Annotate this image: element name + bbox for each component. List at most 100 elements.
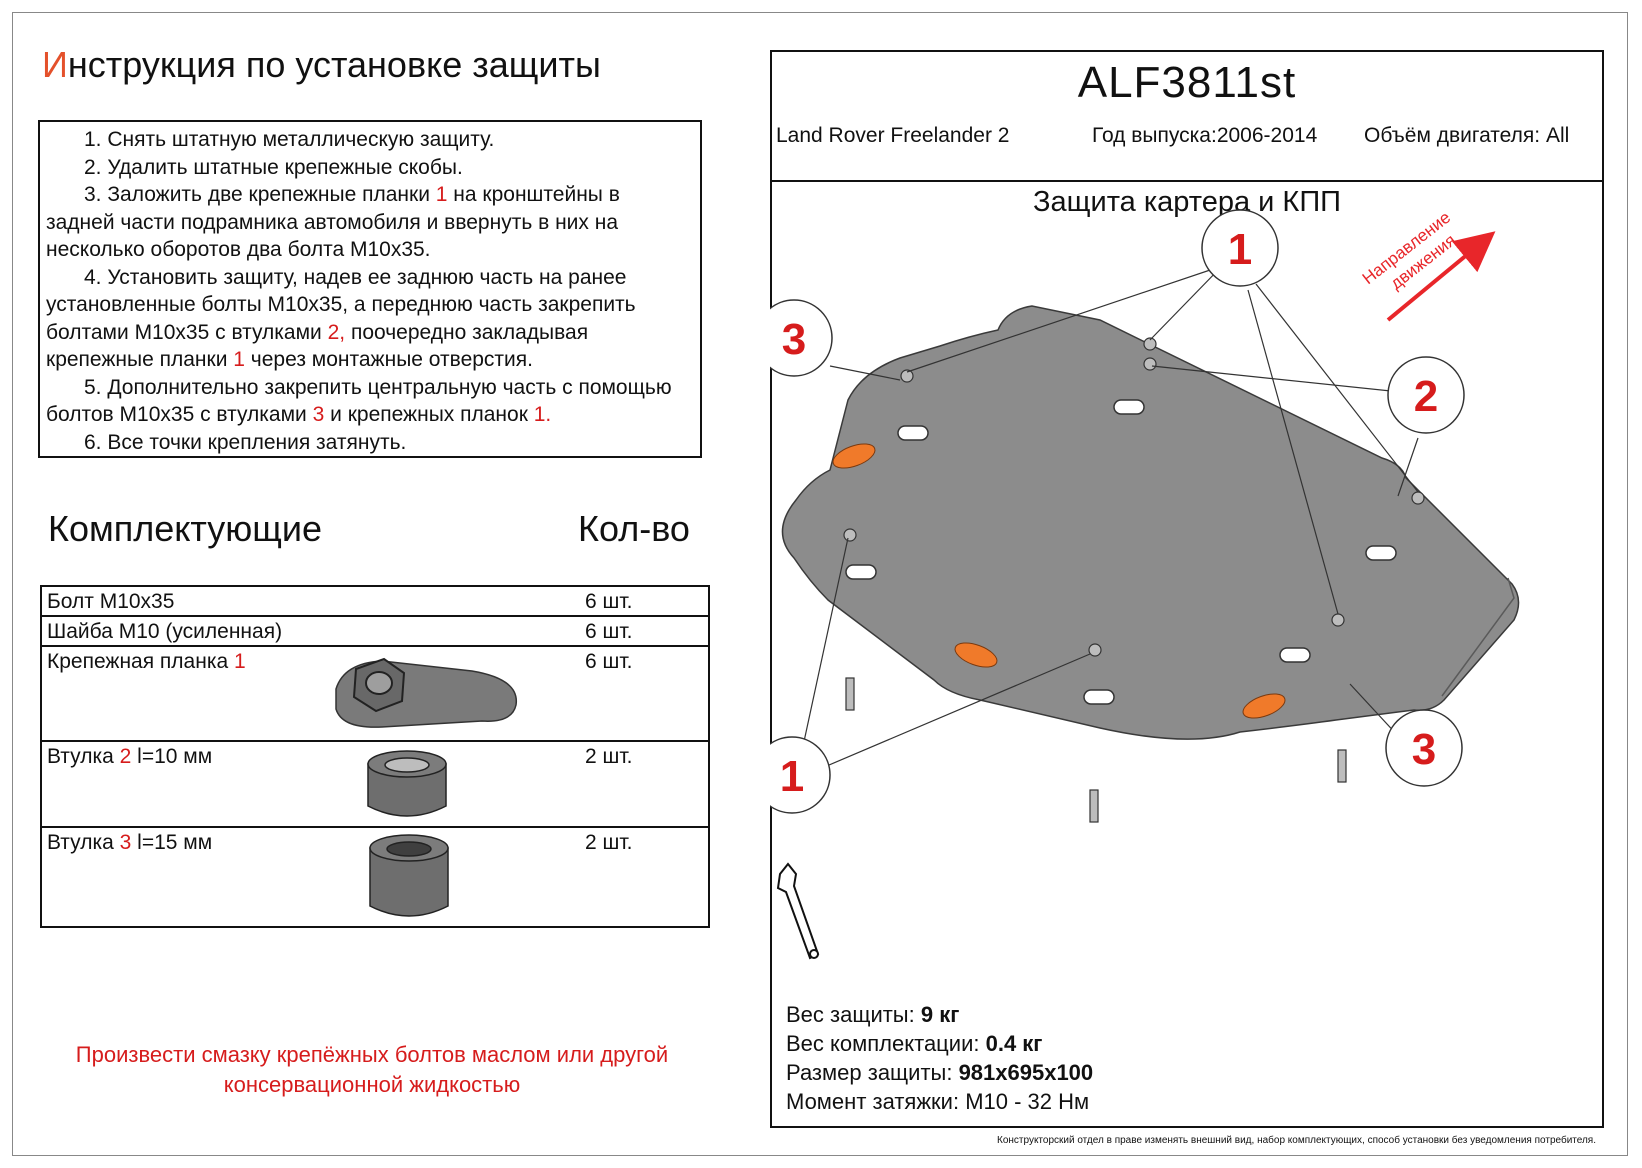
spec-kit-label: Вес комплектации:	[786, 1031, 986, 1056]
part-name: Втулка 2 l=10 мм	[47, 745, 212, 769]
slot	[1279, 647, 1311, 663]
part-length: l=15 мм	[131, 831, 213, 854]
spec-weight-value: 9 кг	[920, 1002, 960, 1027]
spec-torque-value: М10 - 32 Нм	[965, 1089, 1090, 1114]
spec-torque-label: Момент затяжки:	[786, 1089, 966, 1114]
part-qty: 6 шт.	[585, 620, 633, 643]
production-years: Год выпуска:2006-2014	[1092, 124, 1318, 147]
leader-line	[1247, 289, 1339, 615]
fastener	[1143, 357, 1157, 371]
wrench-icon	[776, 862, 820, 960]
alfeco-badge	[954, 642, 998, 668]
part-qty: 2 шт.	[585, 745, 633, 768]
lubrication-note: Произвести смазку крепёжных болтов масло…	[75, 1042, 669, 1097]
step-1: 1. Снять штатную металлическую защиту.	[84, 128, 495, 151]
direction-indicator: Направление движения	[1359, 208, 1496, 322]
step-3: 3. Заложить две крепежные планки 1 на кр…	[46, 181, 694, 264]
step-3-text-b: на кронштейны в задней части подрамника …	[46, 183, 620, 261]
step-4-text-c: через монтажные отверстия.	[244, 348, 533, 371]
direction-arrow-icon	[1386, 231, 1496, 322]
product-specs: Вес защиты: 9 кг Вес комплектации: 0.4 к…	[786, 1000, 1093, 1116]
callouts: 1 3 2 1 3	[770, 209, 1465, 814]
part-name: Крепежная планка 1	[47, 650, 246, 674]
callout-3-right: 3	[1385, 709, 1463, 787]
table-row: Крепежная планка 1 6 шт.	[42, 647, 708, 742]
spec-size: Размер защиты: 981х695х100	[786, 1058, 1093, 1087]
step-6: 6. Все точки крепления затянуть.	[84, 430, 407, 454]
alfeco-badge	[832, 443, 876, 469]
step-4-ref-2: 1	[233, 348, 245, 371]
bolt	[1337, 749, 1347, 783]
title-rest: нструкция по установке защиты	[67, 44, 601, 85]
leader-line	[829, 365, 901, 381]
title-first-letter: И	[42, 44, 68, 85]
step-3-ref: 1	[435, 183, 448, 206]
leader-line	[1255, 283, 1419, 493]
brand-badges	[832, 443, 1286, 719]
leader-lines	[799, 265, 1419, 769]
slot	[897, 425, 929, 441]
fastener	[1411, 491, 1425, 505]
part-name: Болт М10х35	[47, 590, 175, 613]
bolt	[845, 677, 855, 711]
spec-kit-value: 0.4 кг	[985, 1031, 1043, 1056]
table-row: Втулка 2 l=10 мм 2 шт.	[42, 742, 708, 828]
part-qty: 6 шт.	[585, 650, 633, 673]
fastener	[1331, 613, 1345, 627]
part-length: l=10 мм	[131, 745, 213, 768]
spec-kit-weight: Вес комплектации: 0.4 кг	[786, 1029, 1093, 1058]
step-5-text-a: 5. Дополнительно закрепить центральную ч…	[46, 375, 672, 427]
callout-3-left: 3	[770, 299, 833, 377]
part-ref: 1	[234, 650, 246, 673]
product-code: ALF3811st	[1077, 58, 1297, 107]
step-4-text-b: поочередно закладывая крепежные планки	[46, 320, 589, 372]
fastener	[1143, 337, 1157, 351]
table-row: Шайба М10 (усиленная) 6 шт.	[42, 617, 708, 647]
step-5-ref-1: 3	[312, 403, 325, 426]
step-5: 5. Дополнительно закрепить центральную ч…	[46, 374, 694, 429]
page-title: Инструкция по установке защиты	[42, 44, 601, 86]
step-4: 4. Установить защиту, надев ее заднюю ча…	[46, 264, 694, 374]
callout-label: 3	[1412, 725, 1436, 774]
product-panel: ALF3811st Land Rover Freelander 2 Год вы…	[770, 50, 1604, 1128]
part-qty: 6 шт.	[585, 590, 633, 613]
part-ref: 2	[119, 745, 132, 768]
callout-label: 1	[780, 752, 804, 801]
bushing-15mm-image	[369, 834, 449, 917]
step-4-text-a: 4. Установить защиту, надев ее заднюю ча…	[46, 265, 636, 344]
slot	[845, 564, 877, 580]
engine-volume: Объём двигателя: All	[1364, 124, 1570, 147]
step-5-text-b: и крепежных планок	[324, 403, 534, 426]
callout-1-bottom: 1	[770, 736, 831, 814]
alfeco-badge	[1242, 693, 1286, 719]
slot	[1365, 545, 1397, 561]
fastener	[843, 528, 857, 542]
part-name-text: Втулка	[47, 745, 120, 768]
spec-size-value: 981х695х100	[958, 1060, 1094, 1085]
parts-heading: Комплектующие	[48, 508, 323, 549]
fasteners	[843, 337, 1425, 823]
part-name: Шайба М10 (усиленная)	[47, 620, 283, 643]
table-row: Болт М10х35 6 шт.	[42, 587, 708, 617]
callout-1-top: 1	[1201, 209, 1279, 287]
spec-size-label: Размер защиты:	[786, 1060, 959, 1085]
leader-line	[1151, 365, 1401, 393]
leader-line	[1149, 265, 1223, 341]
callout-label: 2	[1414, 372, 1438, 421]
mounting-slots	[845, 399, 1397, 705]
spec-weight: Вес защиты: 9 кг	[786, 1000, 1093, 1029]
installation-diagram: 1 3 2 1 3 Направление движения	[770, 208, 1520, 960]
step-5-ref-2: 1.	[533, 403, 552, 426]
car-model: Land Rover Freelander 2	[776, 124, 1010, 147]
leader-line	[821, 653, 1091, 769]
qty-heading: Кол-во	[578, 508, 690, 549]
table-row: Втулка 3 l=15 мм 2 шт.	[42, 828, 708, 926]
part-qty: 2 шт.	[585, 831, 633, 854]
part-ref: 3	[119, 831, 132, 854]
callout-label: 3	[782, 315, 806, 364]
bushing-10mm-image	[367, 750, 447, 817]
part-name-text: Втулка	[47, 831, 120, 854]
slot	[1113, 399, 1145, 415]
fastener	[900, 369, 914, 383]
leader-line	[799, 537, 849, 761]
